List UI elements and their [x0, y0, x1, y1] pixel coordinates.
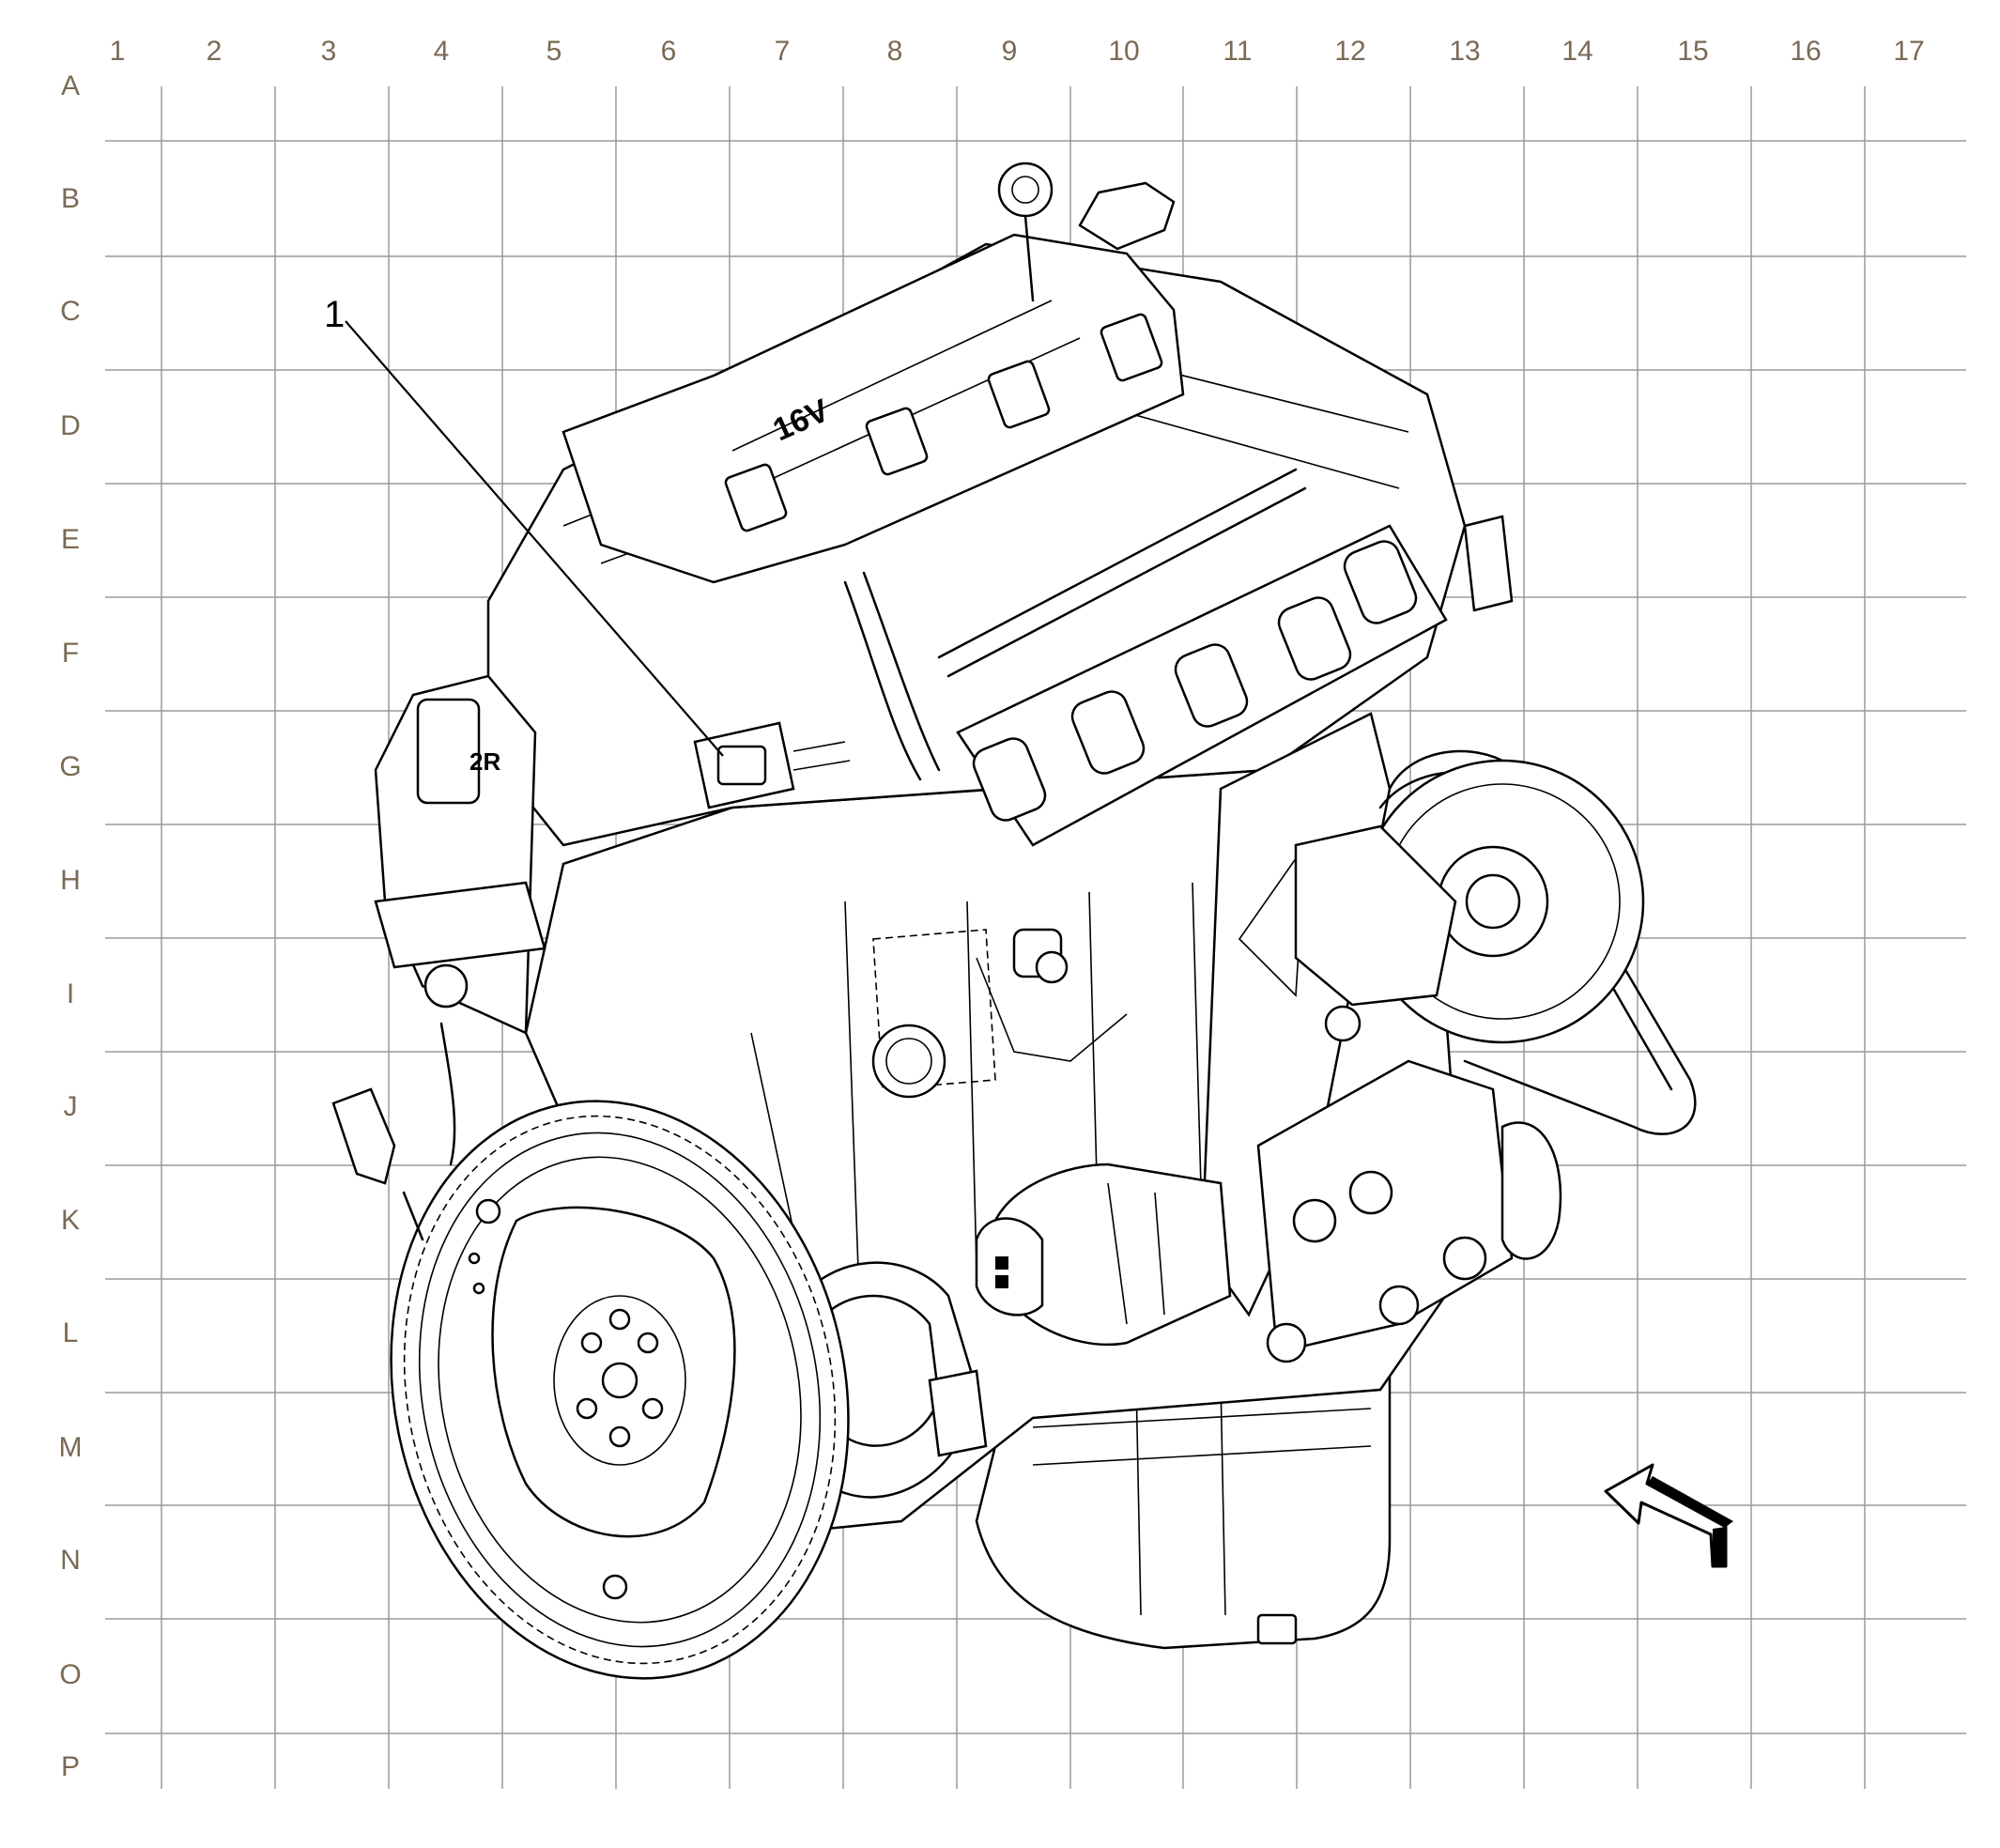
grid-column-label: 15 — [1677, 36, 1708, 67]
grid-column-label: 2 — [207, 36, 223, 67]
cam-position-sensor-connector — [693, 721, 851, 809]
grid-row-label: F — [62, 638, 79, 669]
cylinder-head-marking: 2R — [469, 747, 500, 776]
wiring-harness — [843, 468, 1307, 781]
manifold-ports — [956, 524, 1448, 847]
view-direction-arrow-icon — [1604, 1463, 1733, 1568]
grid-row-label: C — [60, 296, 81, 327]
coolant-outlet — [374, 881, 546, 969]
grid-column-label: 16 — [1790, 36, 1821, 67]
grid-column-label: 10 — [1108, 36, 1139, 67]
water-pump — [1294, 824, 1457, 1042]
grid-column-label: 11 — [1223, 36, 1252, 67]
grid-row-label: H — [60, 865, 81, 896]
grid-row-label: M — [59, 1432, 83, 1463]
grid-column-label: 5 — [546, 36, 562, 67]
grid-row-label: B — [61, 183, 80, 214]
oil-filler-cap — [1078, 181, 1176, 251]
grid-row-label: O — [59, 1659, 81, 1690]
grid-row-label: L — [63, 1317, 79, 1348]
grid-column-label: 1 — [110, 36, 126, 67]
grid-row-label: G — [59, 751, 81, 782]
grid-row-label: N — [60, 1545, 81, 1576]
grid-column-label: 6 — [661, 36, 677, 67]
grid-column-label: 7 — [775, 36, 791, 67]
engine-illustration: 16V — [331, 162, 1697, 1680]
grid-row-label: E — [61, 524, 80, 555]
callout-leader-line — [345, 320, 724, 757]
grid-column-label: 8 — [887, 36, 903, 67]
accessory-bracket — [1256, 1059, 1562, 1363]
grid-column-label: 9 — [1002, 36, 1018, 67]
grid-row-labels: A B C D E F G H I J K L M N O P — [59, 70, 83, 1782]
callout-1: 1 — [324, 294, 724, 757]
grid-column-label: 4 — [434, 36, 450, 67]
dipstick — [997, 162, 1054, 302]
callout-number: 1 — [324, 294, 345, 335]
starter-motor — [975, 1163, 1232, 1347]
crank-position-sensor — [331, 963, 469, 1241]
flywheel — [390, 1100, 850, 1680]
valve-cover: 16V — [562, 233, 1185, 584]
grid-column-label: 12 — [1334, 36, 1365, 67]
grid-row-label: D — [60, 410, 81, 441]
oil-pan — [975, 1350, 1392, 1650]
grid-row-label: J — [64, 1091, 78, 1122]
grid-column-label: 3 — [321, 36, 337, 67]
grid-column-label: 17 — [1893, 36, 1924, 67]
grid-row-label: P — [61, 1751, 80, 1782]
grid-column-label: 13 — [1449, 36, 1480, 67]
grid-row-label: K — [61, 1205, 80, 1236]
grid-row-label: I — [67, 978, 74, 1009]
grid-column-label: 14 — [1562, 36, 1592, 67]
grid-row-label: A — [61, 70, 80, 101]
